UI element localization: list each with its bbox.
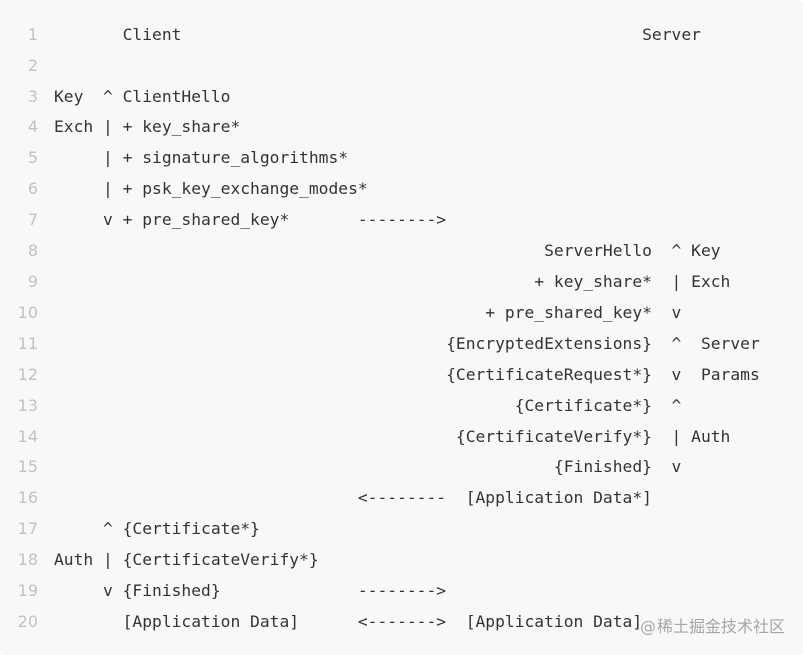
line-number: 7 bbox=[27, 210, 38, 229]
line-text: | + psk_key_exchange_modes* bbox=[54, 179, 368, 198]
at-sign-icon: @ bbox=[639, 617, 656, 636]
code-line: 19 v {Finished} --------> bbox=[0, 581, 803, 611]
code-line: 11 {EncryptedExtensions} ^ Server bbox=[0, 334, 803, 364]
line-number: 9 bbox=[27, 272, 38, 291]
code-line: 13 {Certificate*} ^ bbox=[0, 396, 803, 426]
line-number: 11 bbox=[17, 334, 38, 353]
line-text: {CertificateRequest*} v Params bbox=[54, 365, 760, 384]
code-line: 6 | + psk_key_exchange_modes* bbox=[0, 179, 803, 209]
code-line: 4 Exch | + key_share* bbox=[0, 117, 803, 147]
line-text: [Application Data] <-------> [Applicatio… bbox=[54, 612, 643, 631]
line-number: 10 bbox=[17, 303, 38, 322]
code-line: 2 bbox=[0, 56, 803, 86]
code-line: 7 v + pre_shared_key* --------> bbox=[0, 210, 803, 240]
code-line: 5 | + signature_algorithms* bbox=[0, 148, 803, 178]
line-text: {CertificateVerify*} | Auth bbox=[54, 427, 731, 446]
code-line: 15 {Finished} v bbox=[0, 457, 803, 487]
line-number: 12 bbox=[17, 365, 38, 384]
line-number: 16 bbox=[17, 488, 38, 507]
code-line: 20 [Application Data] <-------> [Applica… bbox=[0, 612, 803, 642]
line-text: <-------- [Application Data*] bbox=[54, 488, 652, 507]
code-line: 1 Client Server bbox=[0, 25, 803, 55]
line-number: 2 bbox=[27, 56, 38, 75]
site-watermark: @稀土掘金技术社区 bbox=[640, 613, 785, 637]
line-text: ^ {Certificate*} bbox=[54, 519, 260, 538]
line-text: v {Finished} --------> bbox=[54, 581, 447, 600]
code-line: 18 Auth | {CertificateVerify*} bbox=[0, 550, 803, 580]
watermark-text: 稀土掘金技术社区 bbox=[656, 617, 785, 636]
line-text: {EncryptedExtensions} ^ Server bbox=[54, 334, 760, 353]
line-number: 1 bbox=[27, 25, 38, 44]
code-line: 14 {CertificateVerify*} | Auth bbox=[0, 427, 803, 457]
line-text: v + pre_shared_key* --------> bbox=[54, 210, 447, 229]
code-line: 3 Key ^ ClientHello bbox=[0, 87, 803, 117]
line-text: {Finished} v bbox=[54, 457, 682, 476]
line-number: 8 bbox=[27, 241, 38, 260]
line-number: 15 bbox=[17, 457, 38, 476]
line-number: 20 bbox=[17, 612, 38, 631]
line-number: 14 bbox=[17, 427, 38, 446]
code-line: 10 + pre_shared_key* v bbox=[0, 303, 803, 333]
line-text: | + signature_algorithms* bbox=[54, 148, 349, 167]
line-number: 13 bbox=[17, 396, 38, 415]
code-line: 17 ^ {Certificate*} bbox=[0, 519, 803, 549]
line-number: 6 bbox=[27, 179, 38, 198]
line-number: 4 bbox=[27, 117, 38, 136]
line-number: 3 bbox=[27, 87, 38, 106]
code-line: 9 + key_share* | Exch bbox=[0, 272, 803, 302]
line-number: 18 bbox=[17, 550, 38, 569]
line-text: + pre_shared_key* v bbox=[54, 303, 682, 322]
line-text: Client Server bbox=[54, 25, 701, 44]
line-text: Key ^ ClientHello bbox=[54, 87, 231, 106]
line-text: + key_share* | Exch bbox=[54, 272, 731, 291]
line-text: ServerHello ^ Key bbox=[54, 241, 721, 260]
line-number: 19 bbox=[17, 581, 38, 600]
code-line: 8 ServerHello ^ Key bbox=[0, 241, 803, 271]
line-text: Exch | + key_share* bbox=[54, 117, 241, 136]
code-line: 16 <-------- [Application Data*] bbox=[0, 488, 803, 518]
code-line: 12 {CertificateRequest*} v Params bbox=[0, 365, 803, 395]
line-number: 17 bbox=[17, 519, 38, 538]
line-text: Auth | {CertificateVerify*} bbox=[54, 550, 319, 569]
line-text: {Certificate*} ^ bbox=[54, 396, 682, 415]
line-number: 5 bbox=[27, 148, 38, 167]
